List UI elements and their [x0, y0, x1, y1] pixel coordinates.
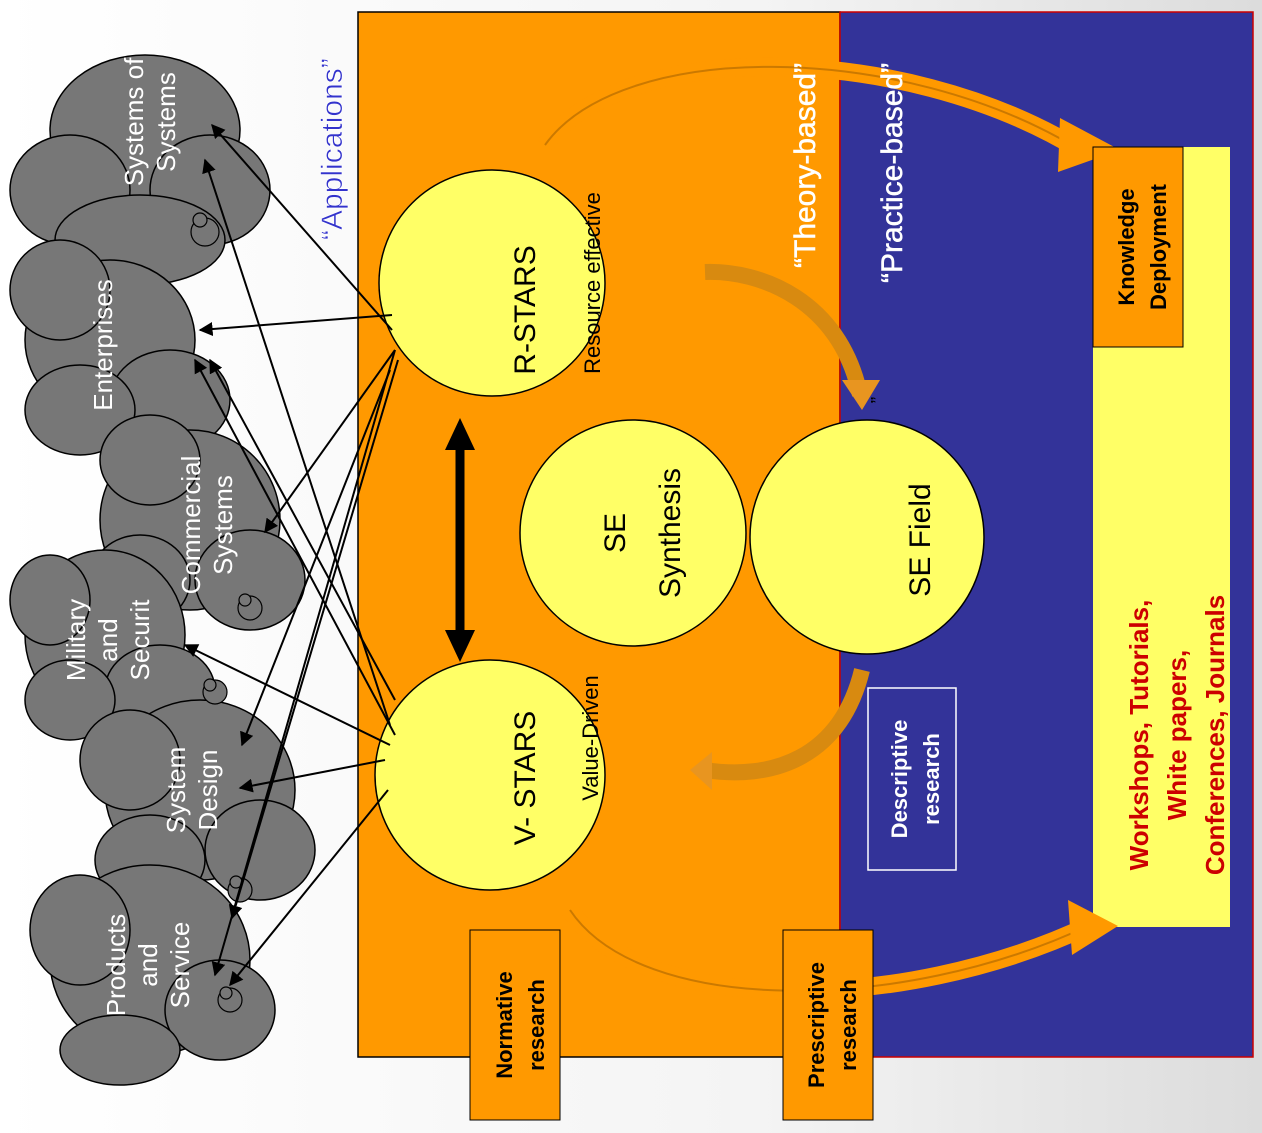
cloud-label-commercial-2: Systems: [208, 475, 238, 575]
deployment-line-3: Conferences, Journals: [1200, 595, 1230, 875]
r-stars-circle: [378, 169, 606, 397]
se-synthesis-line1: SE: [599, 513, 632, 553]
v-stars-circle: [374, 659, 606, 891]
cloud-labels: Systems of Systems Enterprises Commercia…: [61, 57, 238, 1016]
field-to-v-arrow: [703, 668, 870, 781]
cloud-label-products-1: Products: [101, 914, 131, 1017]
descriptive-label-2: research: [919, 733, 944, 825]
knowledge-box: [1092, 146, 1184, 348]
deployment-line-2: White papers,: [1162, 650, 1192, 820]
stray-quote: ”: [868, 397, 890, 404]
cloud-label-military-3: Securit: [125, 599, 155, 681]
cloud-label-sos-2: Systems: [151, 72, 181, 172]
normative-label-1: Normative: [492, 971, 517, 1079]
se-field-title: SE Field: [904, 483, 937, 596]
cloud-systems-of-systems: [9, 54, 271, 286]
practice-header: “Practice-based”: [876, 63, 909, 283]
top-arrowhead: [1058, 118, 1120, 172]
r-to-field-arrow: [704, 263, 868, 397]
se-field-circle: [749, 419, 985, 655]
bottom-arrowhead: [1068, 900, 1118, 955]
connector-arrows: [183, 123, 399, 987]
cloud-label-products-3: Service: [165, 922, 195, 1009]
se-synthesis-circle: [519, 419, 747, 647]
knowledge-label-2: Deployment: [1146, 183, 1171, 310]
cloud-label-military-1: Military: [61, 599, 91, 681]
v-stars-subtitle: Value-Driven: [578, 675, 603, 801]
prescriptive-label-2: research: [836, 979, 861, 1071]
cloud-label-military-2: and: [93, 618, 123, 661]
cloud-label-design-1: System: [161, 747, 191, 834]
cloud-label-enterprises: Enterprises: [88, 279, 118, 411]
r-stars-subtitle: Resource effective: [580, 192, 605, 374]
se-synthesis-line2: Synthesis: [654, 468, 687, 598]
deployment-line-1: Workshops, Tutorials,: [1124, 600, 1154, 871]
cloud-tails: [190, 212, 263, 1013]
cloud-label-products-2: and: [133, 943, 163, 986]
cloud-label-design-2: Design: [193, 750, 223, 831]
applications-header: “Applications”: [316, 58, 349, 240]
normative-label-2: research: [524, 979, 549, 1071]
cloud-label-sos-1: Systems of: [119, 57, 149, 186]
descriptive-label-1: Descriptive: [887, 720, 912, 839]
prescriptive-box: [782, 929, 874, 1121]
cloud-products: [29, 864, 276, 1086]
prescriptive-label-1: Prescriptive: [804, 962, 829, 1088]
theory-header: “Theory-based”: [789, 63, 822, 268]
r-stars-title: R-STARS: [509, 245, 542, 374]
v-stars-title: V- STARS: [509, 711, 542, 845]
knowledge-label-1: Knowledge: [1114, 188, 1139, 305]
descriptive-box: [867, 687, 957, 871]
cloud-label-commercial-1: Commercial: [176, 456, 206, 595]
normative-box: [469, 929, 561, 1121]
